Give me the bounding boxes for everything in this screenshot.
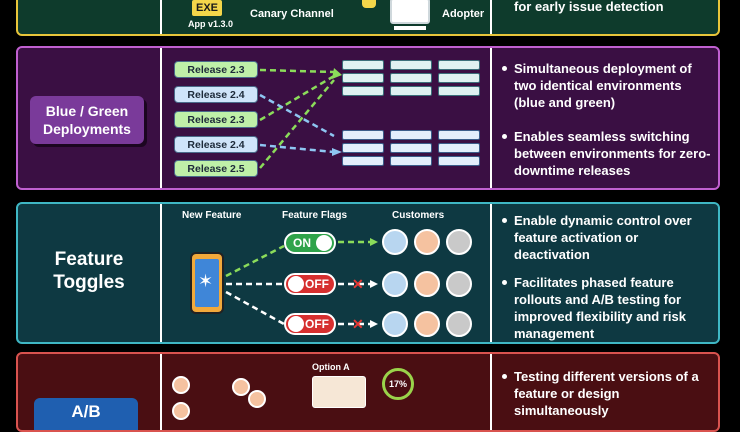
toggle-on[interactable]: ON: [284, 232, 336, 254]
ab-middle: Option A 17%: [160, 354, 492, 430]
customer-avatar-6: [446, 271, 472, 297]
option-a-card: [312, 376, 366, 408]
route-blue-2: [259, 143, 335, 154]
ab-title-box: A/B: [34, 398, 138, 430]
channel-label: Canary Channel: [250, 8, 334, 20]
star-icon: ✶: [198, 271, 214, 291]
channel-arrow: [362, 0, 376, 8]
release-pill-5: Release 2.5: [174, 160, 258, 177]
feature-toggles-middle: New Feature Feature Flags Customers ✶ ✕ …: [160, 204, 492, 342]
server-green-1-icon: [342, 60, 384, 98]
blue-green-right: Simultaneous deployment of two identical…: [492, 48, 718, 188]
exe-icon: EXE: [192, 0, 222, 16]
toggle-off-1-label: OFF: [305, 277, 329, 291]
canary-section: EXE App v1.3.0 Canary Channel Adopter fo…: [16, 0, 720, 36]
toggle-on-label: ON: [293, 236, 311, 250]
toggle-off-2[interactable]: OFF: [284, 313, 336, 335]
release-pill-1: Release 2.3: [174, 61, 258, 78]
feature-toggles-title: Feature Toggles: [53, 249, 125, 293]
block-x-2: ✕: [352, 316, 364, 332]
blue-green-bullet-1: Simultaneous deployment of two identical…: [500, 60, 712, 111]
canary-right: for early issue detection: [492, 0, 718, 34]
blue-green-section: Blue / Green Deployments Release 2.3 Rel…: [16, 46, 720, 190]
canary-left: [18, 0, 160, 34]
ab-user-3: [248, 390, 266, 408]
col-new-feature: New Feature: [182, 210, 242, 221]
release-pill-3: Release 2.3: [174, 111, 258, 128]
option-a-label: Option A: [312, 362, 350, 372]
customer-avatar-9: [446, 311, 472, 337]
ab-section: A/B Option A 17% Testing different versi…: [16, 352, 720, 432]
customer-avatar-7: [382, 311, 408, 337]
blue-green-middle: Release 2.3 Release 2.4 Release 2.3 Rele…: [160, 48, 492, 188]
canary-bullet: for early issue detection: [514, 0, 664, 14]
route-green-2: [259, 74, 335, 122]
ab-bullet-1: Testing different versions of a feature …: [500, 368, 712, 419]
feature-toggles-bullet-2: Facilitates phased feature rollouts and …: [500, 274, 712, 342]
customer-avatar-4: [382, 271, 408, 297]
release-pill-4: Release 2.4: [174, 136, 258, 153]
blue-green-bullet-2: Enables seamless switching between envir…: [500, 128, 712, 179]
customer-avatar-8: [414, 311, 440, 337]
phone-icon: ✶: [190, 252, 224, 314]
feature-toggles-section: Feature Toggles New Feature Feature Flag…: [16, 202, 720, 344]
toggle-off-1[interactable]: OFF: [284, 273, 336, 295]
canary-middle: EXE App v1.3.0 Canary Channel Adopter: [160, 0, 492, 34]
customer-avatar-2: [414, 229, 440, 255]
col-customers: Customers: [392, 210, 445, 221]
blue-green-left: Blue / Green Deployments: [18, 48, 160, 188]
ab-left: A/B: [18, 354, 160, 430]
customer-avatar-1: [382, 229, 408, 255]
app-version: App v1.3.0: [188, 19, 234, 29]
route-blue-1: [259, 93, 335, 138]
feature-toggles-right: Enable dynamic control over feature acti…: [492, 204, 718, 342]
server-blue-3-icon: [438, 130, 480, 168]
blue-green-title: Blue / Green Deployments: [43, 103, 131, 137]
ab-title: A/B: [71, 402, 101, 421]
toggle-off-2-label: OFF: [305, 317, 329, 331]
arrowhead-blue: [332, 148, 342, 156]
customer-avatar-5: [414, 271, 440, 297]
route-green-3: [259, 79, 335, 169]
arrowhead-green: [332, 68, 342, 79]
routing-lines: [259, 68, 342, 169]
col-feature-flags: Feature Flags: [282, 210, 348, 221]
feature-toggles-left: Feature Toggles: [18, 204, 160, 342]
server-blue-1-icon: [342, 130, 384, 168]
adopter-label: Adopter: [442, 8, 484, 20]
blue-green-title-box: Blue / Green Deployments: [30, 96, 144, 144]
server-green-2-icon: [390, 60, 432, 98]
customer-avatar-3: [446, 229, 472, 255]
server-green-3-icon: [438, 60, 480, 98]
ab-user-2: [232, 378, 250, 396]
feature-toggles-bullet-1: Enable dynamic control over feature acti…: [500, 212, 712, 263]
ab-user-1: [172, 376, 190, 394]
monitor-stand-icon: [394, 26, 426, 30]
release-pill-2: Release 2.4: [174, 86, 258, 103]
ab-progress-ring: 17%: [382, 368, 414, 400]
block-x-1: ✕: [352, 276, 364, 292]
monitor-icon: [390, 0, 430, 24]
route-green-1: [259, 68, 335, 74]
toggle-lines: ✕ ✕: [225, 238, 378, 332]
ab-right: Testing different versions of a feature …: [492, 354, 718, 430]
server-blue-2-icon: [390, 130, 432, 168]
ab-user-4: [172, 402, 190, 420]
adopter-text: Adopter: [442, 8, 485, 20]
